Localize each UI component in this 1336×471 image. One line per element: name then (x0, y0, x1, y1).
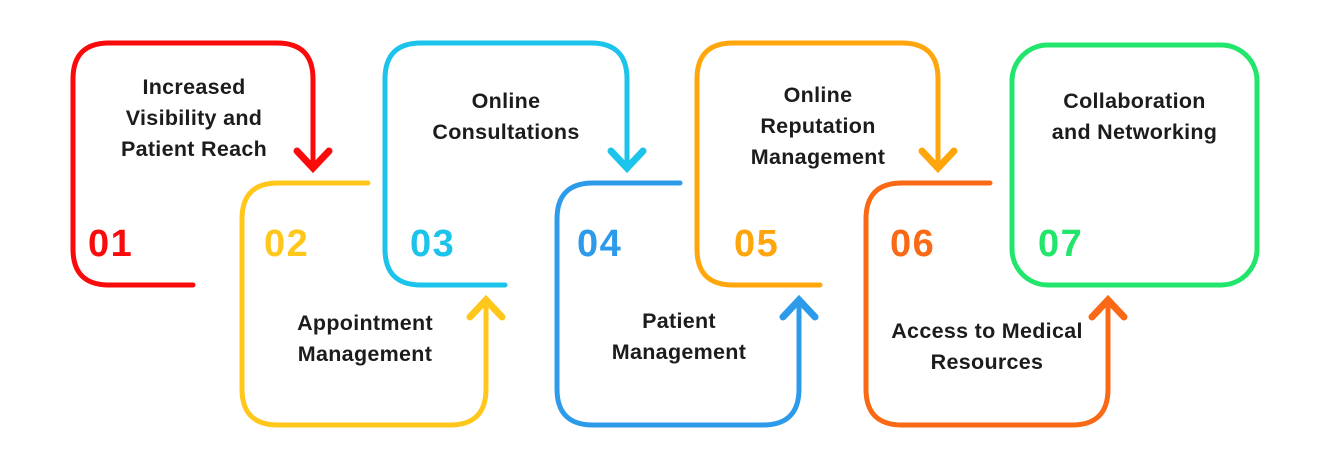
step-3-label: Online Consultations (432, 89, 580, 144)
step-3-outline (382, 40, 630, 288)
step-6-number: 06 (890, 223, 936, 265)
step-1-number: 01 (88, 223, 134, 265)
step-3-number: 03 (410, 223, 456, 265)
arrow-down-icon (918, 147, 958, 174)
arrow-up-icon (1088, 294, 1128, 321)
step-1-outline (70, 40, 316, 288)
step-2-number: 02 (264, 223, 310, 265)
step-7-label: Collaboration and Networking (1051, 89, 1218, 144)
step-2-outline (239, 180, 489, 428)
arrow-up-icon (466, 294, 506, 321)
step-5-label: Online Reputation Management (750, 83, 886, 169)
step-7-number: 07 (1038, 223, 1084, 265)
step-1-label: Increased Visibility and Patient Reach (120, 75, 268, 161)
arrow-down-icon (293, 147, 333, 174)
step-6-outline (863, 180, 1111, 428)
arrow-down-icon (607, 147, 647, 174)
step-4-label: Patient Management (611, 309, 747, 364)
step-7-outline (1009, 42, 1260, 288)
step-5-number: 05 (734, 223, 780, 265)
arrow-up-icon (779, 294, 819, 321)
step-2-label: Appointment Management (297, 311, 433, 366)
step-5-outline (694, 40, 941, 288)
step-4-number: 04 (577, 223, 623, 265)
step-4-outline (554, 180, 802, 428)
step-6-label: Access to Medical Resources (891, 319, 1083, 374)
